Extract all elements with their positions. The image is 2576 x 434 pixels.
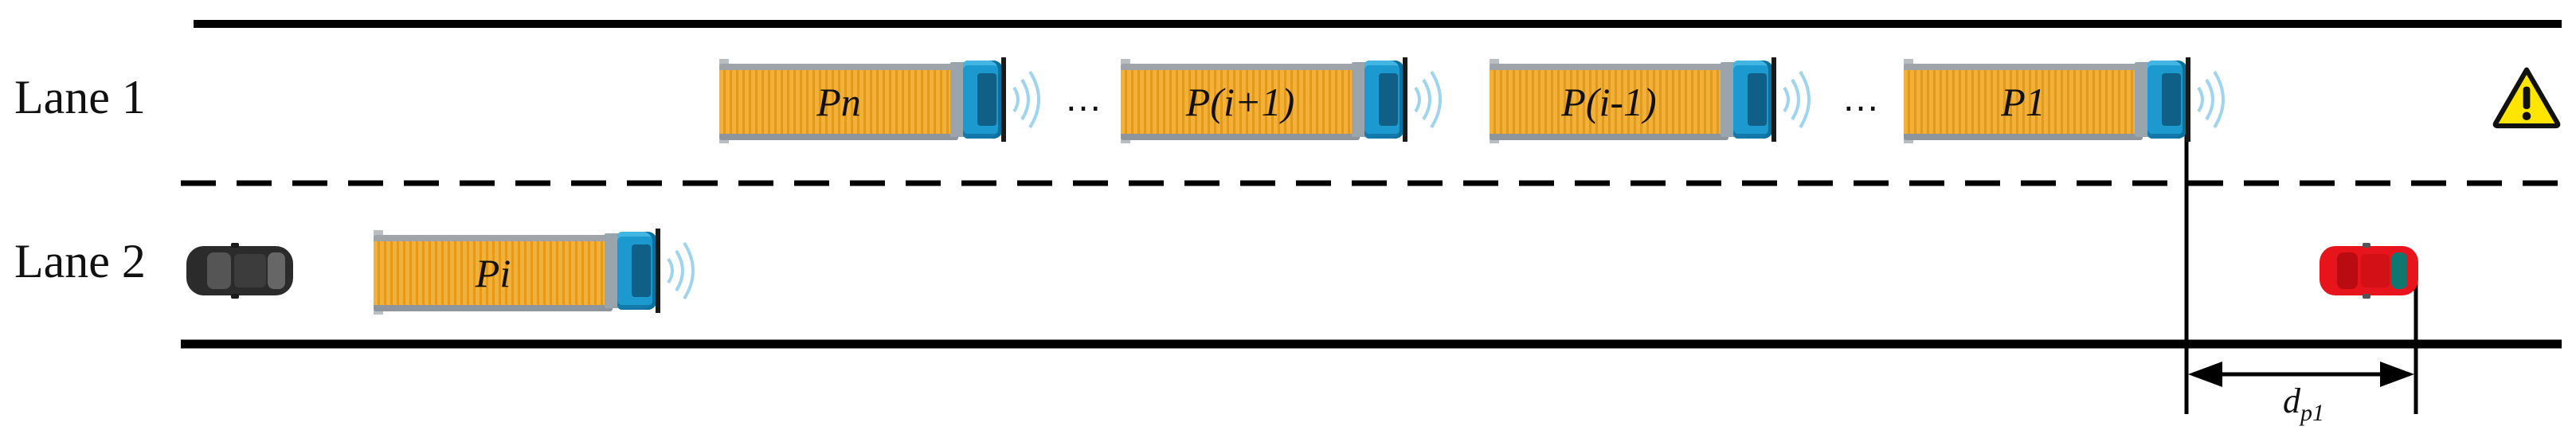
truck-cab: [605, 227, 662, 315]
dimension-arrow-head-right: [2380, 362, 2414, 387]
ellipsis-1: …: [1064, 77, 1102, 119]
ellipsis-2: …: [1842, 77, 1880, 119]
wireless-signal-icon: [2197, 70, 2225, 129]
distance-label-sub: p1: [2300, 399, 2324, 426]
wireless-signal-icon: [1012, 70, 1040, 129]
wireless-signal-icon: [667, 241, 695, 300]
lane-1-label: Lane 1: [14, 71, 146, 123]
truck-pi-label: Pi: [475, 251, 511, 295]
truck-cab: [1721, 56, 1778, 143]
truck-pn-label: Pn: [816, 80, 861, 124]
truck-cab: [950, 56, 1008, 143]
truck-p-i-plus-1-label: P(i+1): [1185, 80, 1295, 124]
distance-label: dp1: [2283, 381, 2324, 427]
dark-car-icon: [186, 243, 293, 299]
warning-triangle-icon: [2492, 67, 2561, 129]
dimension-arrow-head-left: [2188, 362, 2222, 387]
truck-p-i-plus-1: P(i+1): [1121, 56, 1407, 143]
truck-p-i-minus-1: P(i-1): [1490, 56, 1776, 143]
lane-2-label: Lane 2: [14, 235, 146, 287]
truck-pi: Pi: [374, 227, 660, 315]
truck-cab: [1352, 56, 1409, 143]
wireless-signal-icon: [1783, 70, 1811, 129]
truck-p-i-minus-1-label: P(i-1): [1561, 80, 1657, 124]
wireless-signal-icon: [1414, 70, 1442, 129]
truck-cab: [2135, 56, 2192, 143]
truck-p1: P1: [1904, 56, 2190, 143]
red-car-icon: [2320, 243, 2418, 299]
truck-p1-label: P1: [2001, 80, 2046, 124]
distance-label-main: d: [2283, 381, 2300, 420]
truck-pn: Pn: [719, 56, 1006, 143]
